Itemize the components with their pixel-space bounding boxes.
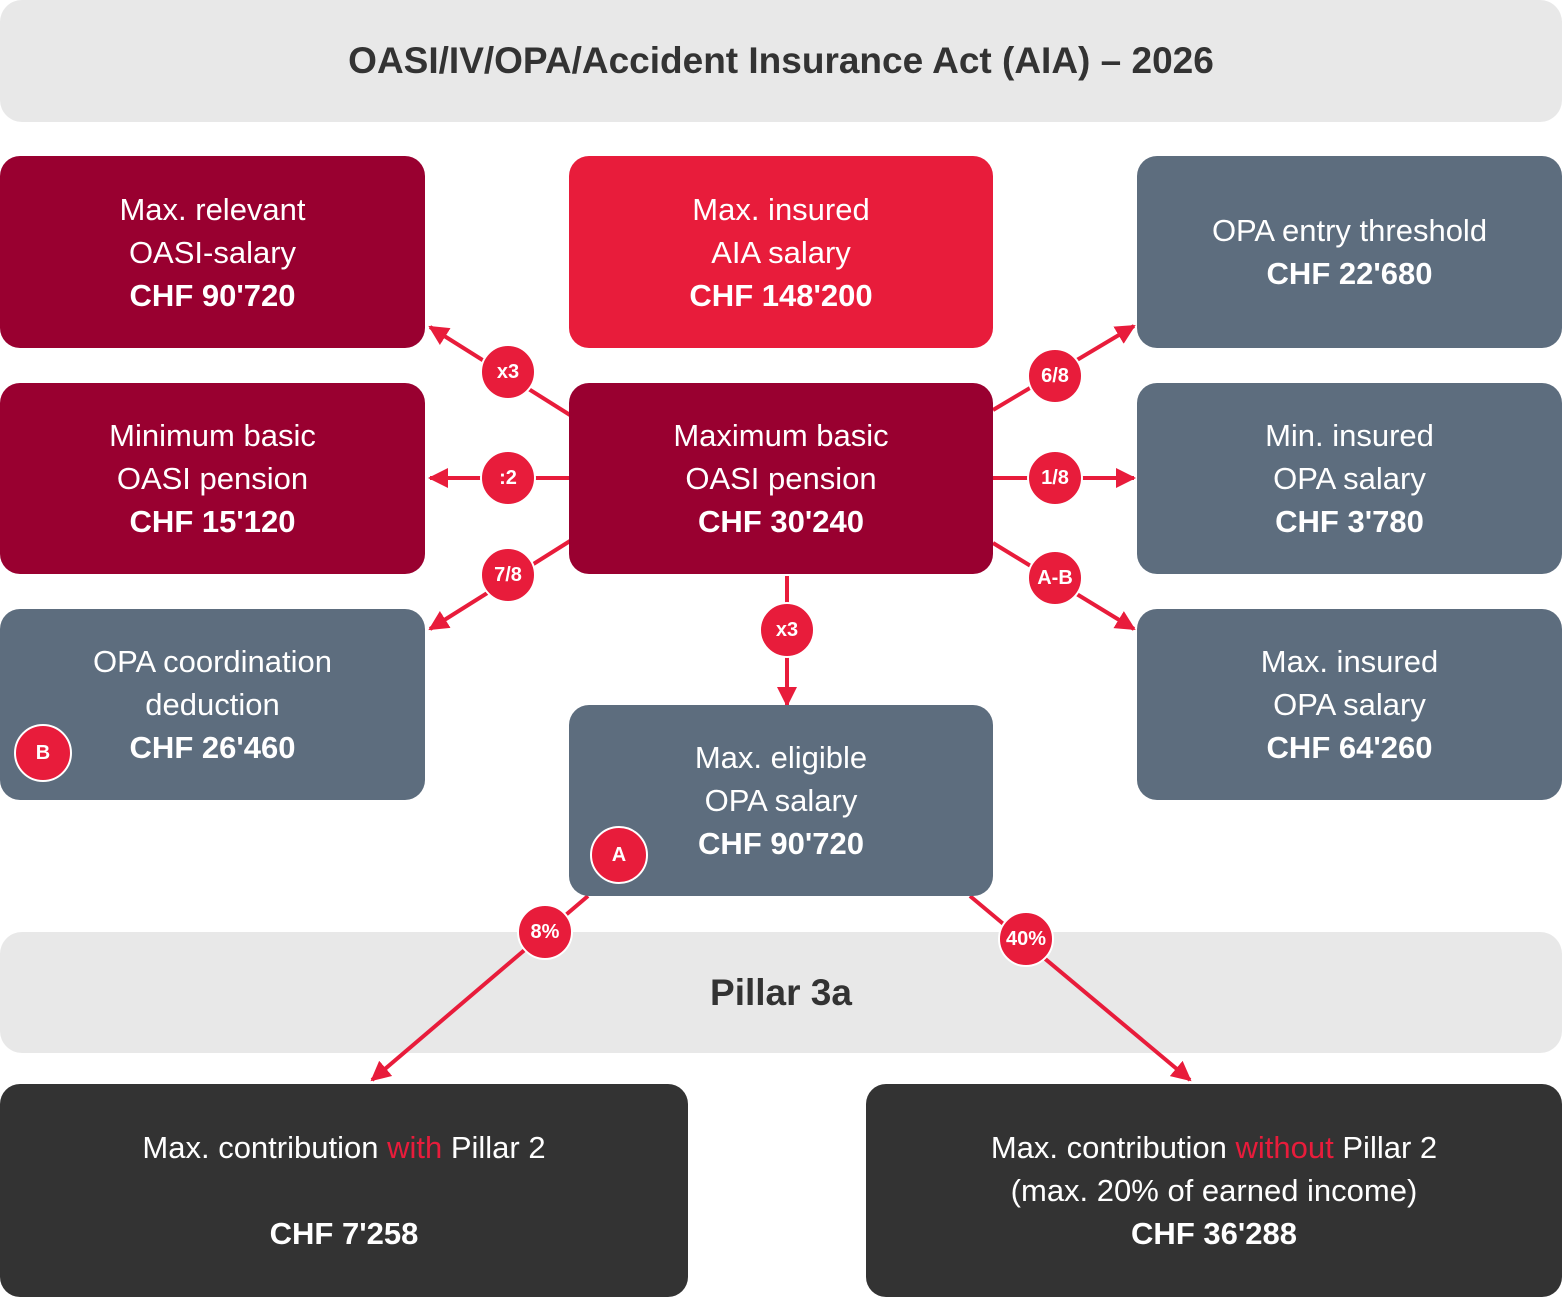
box-label: Max. relevant	[119, 191, 306, 227]
box-value: CHF 7'258	[269, 1216, 419, 1251]
box-value: CHF 64'260	[1266, 730, 1433, 765]
box-label: OPA salary	[1273, 687, 1426, 722]
box-label: OPA salary	[1273, 461, 1426, 496]
factor-badge-seven-eighths: 7/8	[480, 547, 536, 603]
box-label: OASI pension	[685, 461, 877, 496]
box-label: OASI pension	[116, 461, 309, 496]
highlight-text: with	[387, 1130, 443, 1165]
box-label: OASI-salary	[128, 234, 297, 270]
factor-badge-40-percent: 40%	[998, 911, 1054, 967]
factor-badge-8-percent: 8%	[517, 904, 573, 960]
max-relevant-oasi-salary-box: Max. relevant OASI-salary CHF 90'720	[0, 156, 425, 348]
box-label: Maximum basic	[673, 418, 889, 453]
label-text: Pillar 2	[442, 1130, 546, 1165]
label-text: Pillar 2	[1333, 1130, 1438, 1165]
marker-b: B	[14, 724, 72, 782]
box-label: Min. insured	[1265, 418, 1434, 453]
box-label: AIA salary	[711, 234, 851, 270]
min-basic-oasi-pension-box: Minimum basic OASI pension CHF 15'120	[0, 383, 425, 574]
box-label: Max. contribution with Pillar 2	[142, 1126, 545, 1169]
label-text: Max. contribution	[990, 1130, 1236, 1165]
title-banner: OASI/IV/OPA/Accident Insurance Act (AIA)…	[0, 0, 1562, 122]
box-label: Max. insured	[1260, 644, 1439, 679]
box-label: OPA coordination	[93, 644, 332, 679]
max-contribution-with-pillar2-box: Max. contribution with Pillar 2 CHF 7'25…	[0, 1084, 688, 1297]
marker-a: A	[590, 826, 648, 884]
box-value: CHF 90'720	[698, 826, 864, 861]
min-insured-opa-salary-box: Min. insured OPA salary CHF 3'780	[1137, 383, 1562, 574]
max-contribution-without-pillar2-box: Max. contribution without Pillar 2 (max.…	[866, 1084, 1562, 1297]
max-eligible-opa-salary-box: Max. eligible OPA salary CHF 90'720	[569, 705, 993, 896]
factor-badge-x3-opa: x3	[759, 602, 815, 658]
opa-coordination-deduction-box: OPA coordination deduction CHF 26'460	[0, 609, 425, 800]
box-value: CHF 30'240	[698, 504, 864, 539]
max-insured-aia-salary-box: Max. insured AIA salary CHF 148'200	[569, 156, 993, 348]
label-text: Max. contribution	[142, 1130, 388, 1165]
factor-badge-half: :2	[480, 450, 536, 506]
box-value: CHF 36'288	[1131, 1216, 1297, 1251]
box-label: Max. insured	[692, 191, 870, 227]
factor-badge-x3-oasi: x3	[480, 344, 536, 400]
opa-entry-threshold-box: OPA entry threshold CHF 22'680	[1137, 156, 1562, 348]
box-value: CHF 26'460	[129, 730, 296, 765]
box-label: Minimum basic	[109, 418, 316, 453]
box-label: (max. 20% of earned income)	[1010, 1173, 1418, 1208]
box-label: Max. eligible	[694, 740, 868, 775]
factor-badge-one-eighth: 1/8	[1027, 450, 1083, 506]
highlight-text: without	[1235, 1130, 1334, 1165]
pillar-3a-label: Pillar 3a	[710, 971, 852, 1013]
box-value: CHF 148'200	[689, 277, 873, 313]
box-label: deduction	[145, 687, 280, 722]
pillar-3a-banner: Pillar 3a	[0, 932, 1562, 1053]
box-label: Max. contribution without Pillar 2	[991, 1126, 1437, 1169]
box-value: CHF 3'780	[1275, 504, 1424, 539]
box-value: CHF 15'120	[129, 504, 296, 539]
max-insured-opa-salary-box: Max. insured OPA salary CHF 64'260	[1137, 609, 1562, 800]
box-label: OPA entry threshold	[1211, 213, 1488, 248]
page-title: OASI/IV/OPA/Accident Insurance Act (AIA)…	[348, 40, 1214, 81]
factor-badge-a-minus-b: A-B	[1027, 550, 1083, 606]
box-value: CHF 22'680	[1266, 256, 1433, 291]
box-value: CHF 90'720	[129, 277, 296, 313]
box-label: OPA salary	[704, 783, 858, 818]
max-basic-oasi-pension-box: Maximum basic OASI pension CHF 30'240	[569, 383, 993, 574]
factor-badge-six-eighths: 6/8	[1027, 348, 1083, 404]
